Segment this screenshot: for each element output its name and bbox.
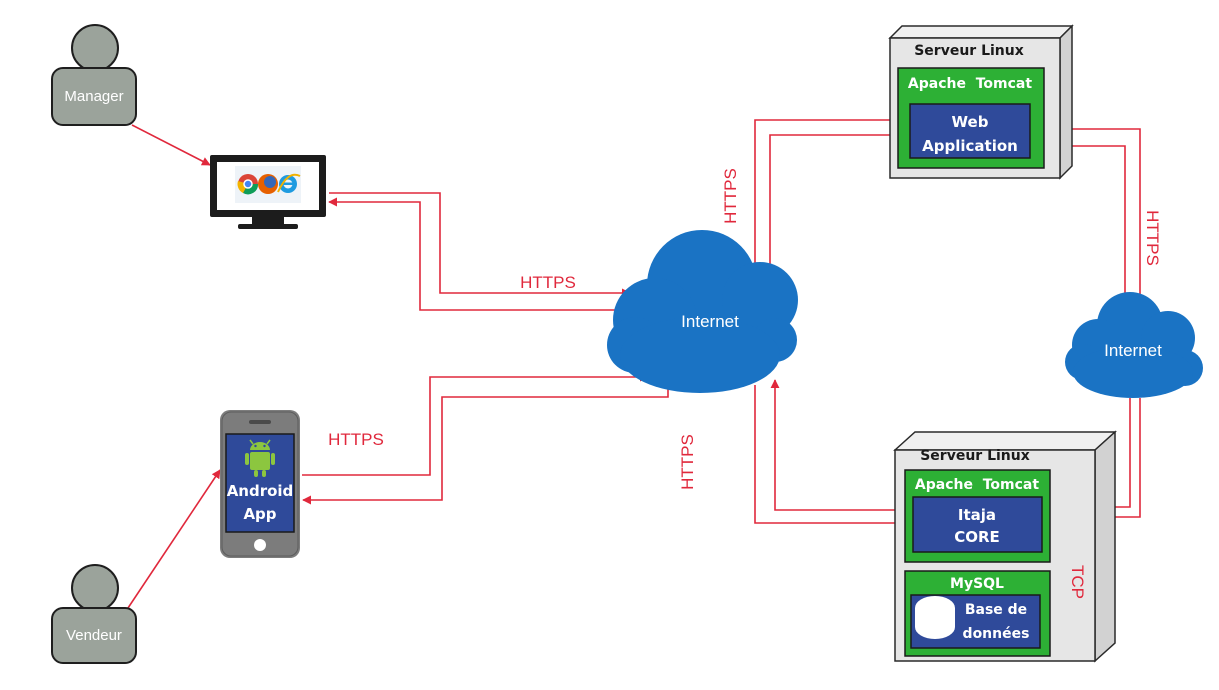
internet-cloud-main: Internet xyxy=(607,230,798,393)
core-line1: Itaja xyxy=(958,506,996,524)
cloud-to-monitor-arrow xyxy=(328,197,620,311)
server-bottom-title: Serveur Linux xyxy=(920,448,1030,464)
vendeur-body xyxy=(51,607,137,664)
mysql-label: MySQL xyxy=(950,576,1004,592)
https-label-web: HTTPS xyxy=(721,168,740,224)
https-label-core: HTTPS xyxy=(678,434,697,490)
phone-label-line1: Android xyxy=(227,482,294,500)
db-line2: données xyxy=(963,626,1030,642)
web-app-line1: Web xyxy=(952,113,989,131)
tcp-label: TCP xyxy=(1068,565,1087,599)
firefox-icon xyxy=(258,174,278,194)
server-top-title: Serveur Linux xyxy=(914,43,1024,59)
phone-to-cloud-arrow xyxy=(302,372,649,476)
https-label-cloud2: HTTPS xyxy=(1143,210,1162,266)
internet-label-main: Internet xyxy=(681,312,739,331)
phone-label-line2: App xyxy=(243,505,276,523)
manager-body xyxy=(51,67,137,126)
cloud-to-web-arrow xyxy=(769,130,911,275)
server-top: Serveur Linux Apache Tomcat Web Applicat… xyxy=(888,24,1074,180)
web-application-box xyxy=(909,103,1031,159)
vendeur-head-icon xyxy=(71,564,119,612)
db-line1: Base de xyxy=(965,602,1027,618)
ie-icon xyxy=(277,173,301,193)
cloud-to-phone-arrow xyxy=(302,380,669,505)
internet-cloud-secondary: Internet xyxy=(1065,292,1203,398)
web-to-cloud-arrow xyxy=(750,119,898,273)
manager-head-icon xyxy=(71,24,119,72)
cloud-to-core-arrow xyxy=(754,385,914,528)
phone-speaker xyxy=(249,420,271,424)
database-icon xyxy=(915,596,955,639)
phone-screen xyxy=(225,433,295,533)
vendeur-to-phone-arrow xyxy=(127,469,221,609)
vendeur-actor: Vendeur xyxy=(51,564,137,664)
https-label-monitor: HTTPS xyxy=(520,273,576,292)
chrome-icon xyxy=(237,174,259,195)
core-line2: CORE xyxy=(954,528,1000,546)
manager-label: Manager xyxy=(64,88,123,105)
https-label-phone: HTTPS xyxy=(328,430,384,449)
core-to-cloud-arrow xyxy=(770,379,906,511)
vendeur-label: Vendeur xyxy=(66,627,122,644)
internet-label-secondary: Internet xyxy=(1104,341,1162,360)
monitor-to-cloud-arrow xyxy=(329,192,631,298)
android-phone: Android App xyxy=(220,410,300,558)
manager-actor: Manager xyxy=(51,24,137,126)
protocol-labels: HTTPS HTTPS HTTPS HTTPS HTTPS TCP xyxy=(328,168,1162,599)
tomcat-top-label: Apache Tomcat xyxy=(908,76,1032,92)
monitor-icon xyxy=(210,155,326,229)
server-bottom: Serveur Linux Apache Tomcat Itaja CORE M… xyxy=(893,430,1117,663)
manager-to-monitor-arrow xyxy=(131,124,211,166)
phone-home-button xyxy=(254,539,266,551)
tomcat-bottom-label: Apache Tomcat xyxy=(915,477,1039,493)
web-app-line2: Application xyxy=(922,137,1018,155)
itaja-core-box xyxy=(912,496,1043,553)
android-robot-icon xyxy=(245,439,275,477)
